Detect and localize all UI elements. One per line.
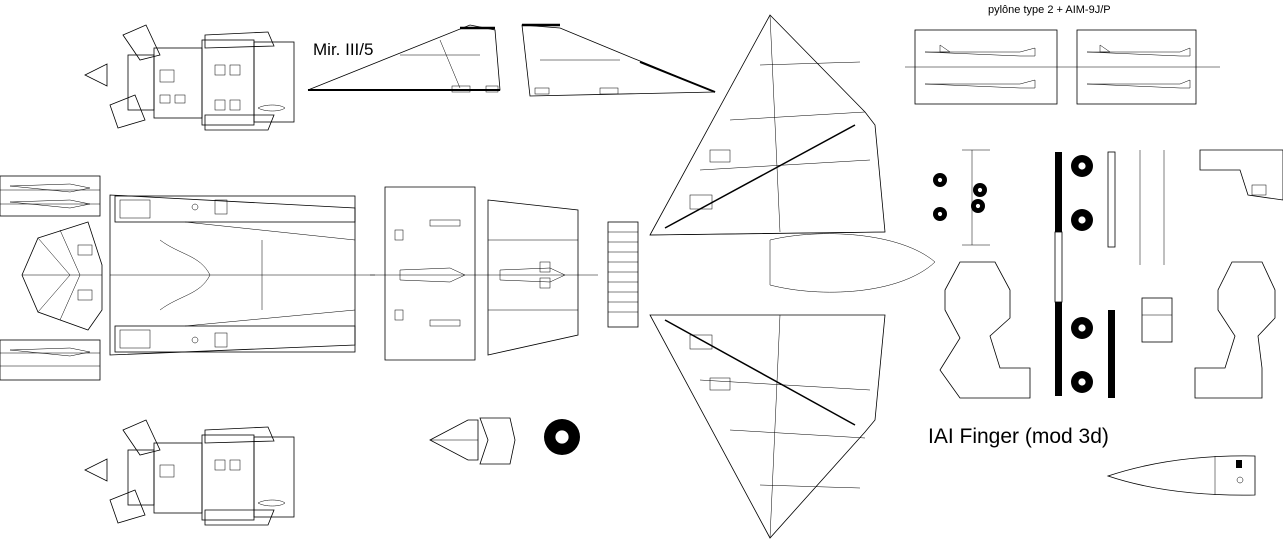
pylon-title: pylône type 2 + AIM-9J/P: [988, 4, 1111, 16]
delta-wing-upper: [649, 14, 936, 293]
model-title: Mir. III/5: [313, 40, 374, 59]
pylon-missile-boxes: [905, 29, 1220, 105]
delta-wing-lower: [649, 314, 886, 539]
landing-gear-parts: [933, 149, 1173, 398]
intake-nets: [939, 149, 1283, 399]
canopy-and-exhaust: [429, 417, 580, 465]
side-strips: [0, 175, 101, 381]
upper-wing-fins: [307, 23, 716, 97]
upper-fuselage-net: [84, 24, 295, 131]
nose-cone-net: [21, 221, 103, 331]
lower-fuselage-net: [84, 419, 295, 526]
main-fuselage-net: [109, 194, 375, 356]
finger-tank: [1106, 455, 1256, 496]
ladder-strip: [607, 221, 639, 328]
finger-title: IAI Finger (mod 3d): [928, 425, 1109, 448]
wing-panels: [370, 186, 598, 361]
